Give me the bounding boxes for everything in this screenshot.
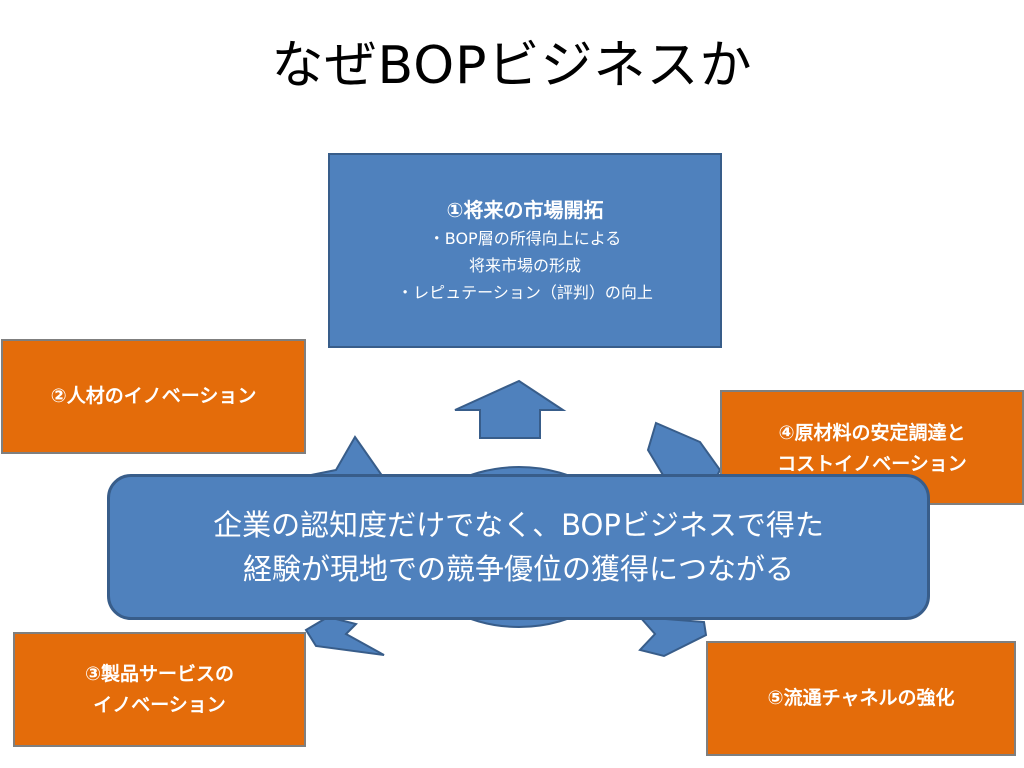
procurement-line-2: コストイノベーション [777,453,967,475]
talent-innovation-box: ②人材のイノベーション [1,339,306,454]
future-market-box: ①将来の市場開拓 ・BOP層の所得向上による 将来市場の形成 ・レピュテーション… [328,153,722,348]
arrow-lower-left [304,615,385,656]
future-market-heading: ①将来の市場開拓 [446,198,604,222]
talent-innovation-label: ②人材のイノベーション [50,385,257,407]
product-innovation-box: ③製品サービスの イノベーション [13,632,306,747]
distribution-box: ⑤流通チャネルの強化 [706,641,1016,756]
procurement-line-1: ④原材料の安定調達と [778,422,966,444]
future-market-line-2: 将来市場の形成 [468,256,581,275]
slide-title: なぜBOPビジネスか [271,36,753,96]
arrow-up [454,379,567,439]
future-market-line-1: ・BOP層の所得向上による [428,229,622,248]
central-message-box: 企業の認知度だけでなく、BOPビジネスで得た 経験が現地での競争優位の獲得につな… [107,474,930,620]
distribution-label: ⑤流通チャネルの強化 [767,687,955,709]
product-innovation-line-1: ③製品サービスの [84,662,235,685]
future-market-line-3: ・レピュテーション（評判）の向上 [397,283,653,302]
central-message-line-2: 経験が現地での競争優位の獲得につながる [242,552,794,586]
arrow-lower-right [637,615,708,658]
product-innovation-line-2: イノベーション [93,693,226,716]
central-message-line-1: 企業の認知度だけでなく、BOPビジネスで得た [213,508,824,542]
